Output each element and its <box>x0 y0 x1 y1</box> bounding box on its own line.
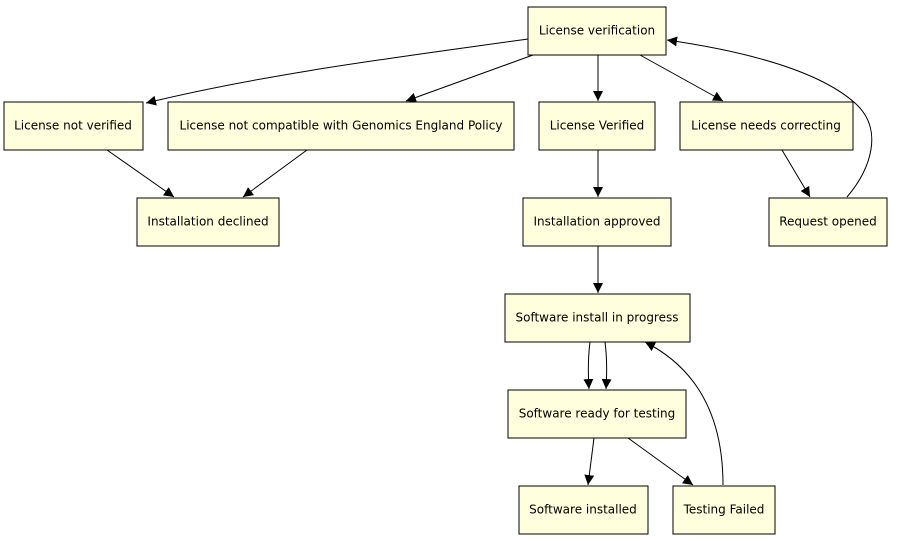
node-label: Installation declined <box>147 215 268 229</box>
edge-verification-to-not-compatible <box>405 54 534 103</box>
node-software-ready-for-testing: Software ready for testing <box>507 389 687 439</box>
node-installation-approved: Installation approved <box>522 197 672 247</box>
edge-not-compatible-to-declined <box>242 149 308 198</box>
node-label: Installation approved <box>534 215 661 229</box>
edge-request-opened-to-verification <box>666 36 873 198</box>
node-software-install-in-progress: Software install in progress <box>504 293 691 343</box>
node-license-verified: License Verified <box>538 101 656 151</box>
node-label: License verification <box>539 24 655 38</box>
edge-needs-correcting-to-request-opened <box>781 149 811 198</box>
node-software-installed: Software installed <box>518 485 649 535</box>
node-label: Software ready for testing <box>519 407 676 421</box>
node-label: License Verified <box>550 119 645 133</box>
node-installation-declined: Installation declined <box>136 197 280 247</box>
node-label: Software install in progress <box>515 311 678 325</box>
edge-ready-to-installed <box>584 437 595 486</box>
node-label: License not compatible with Genomics Eng… <box>180 119 503 133</box>
node-license-not-verified: License not verified <box>3 101 144 151</box>
node-license-not-compatible: License not compatible with Genomics Eng… <box>167 101 515 151</box>
node-request-opened: Request opened <box>768 197 888 247</box>
node-license-needs-correcting: License needs correcting <box>679 101 854 151</box>
node-label: License not verified <box>14 119 132 133</box>
edge-install-in-progress-to-ready-right <box>601 341 612 390</box>
edge-not-verified-to-declined <box>106 149 175 198</box>
node-label: Testing Failed <box>683 503 765 517</box>
edge-testing-failed-to-install-in-progress <box>644 341 724 486</box>
edge-verification-to-not-verified <box>145 38 529 106</box>
edge-install-in-progress-to-ready-left <box>583 341 594 390</box>
node-testing-failed: Testing Failed <box>672 485 776 535</box>
edge-ready-to-testing-failed <box>627 437 694 486</box>
edges <box>106 36 873 486</box>
node-label: License needs correcting <box>691 119 841 133</box>
node-label: Software installed <box>529 503 637 517</box>
edge-verification-to-needs-correcting <box>639 54 724 102</box>
node-label: Request opened <box>779 215 877 229</box>
node-license-verification: License verification <box>527 6 667 56</box>
